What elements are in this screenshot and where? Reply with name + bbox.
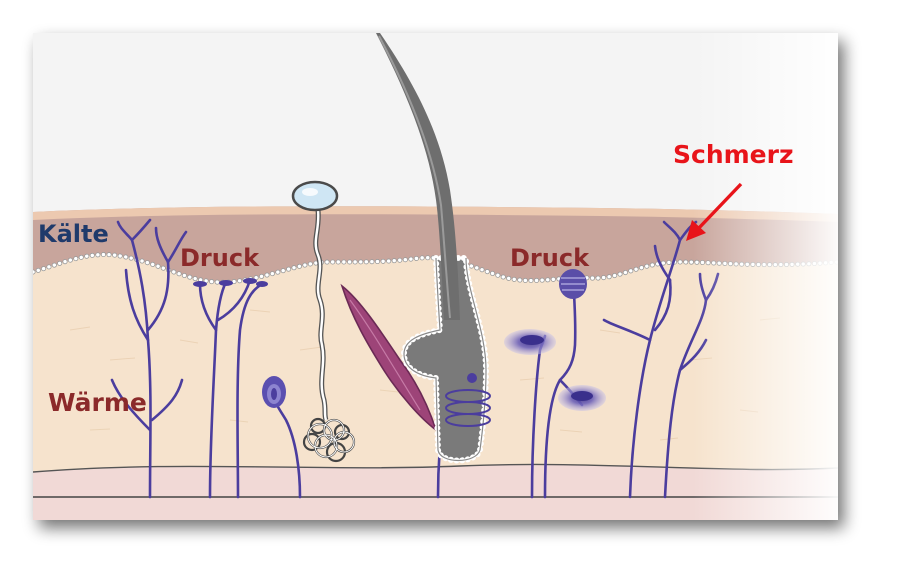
label-druck-right: Druck bbox=[510, 244, 590, 272]
label-kaelte: Kälte bbox=[38, 220, 109, 248]
schmerz-arrow bbox=[686, 182, 743, 241]
label-schmerz: Schmerz bbox=[673, 140, 794, 169]
label-druck-left: Druck bbox=[180, 244, 260, 272]
label-waerme: Wärme bbox=[48, 388, 147, 417]
